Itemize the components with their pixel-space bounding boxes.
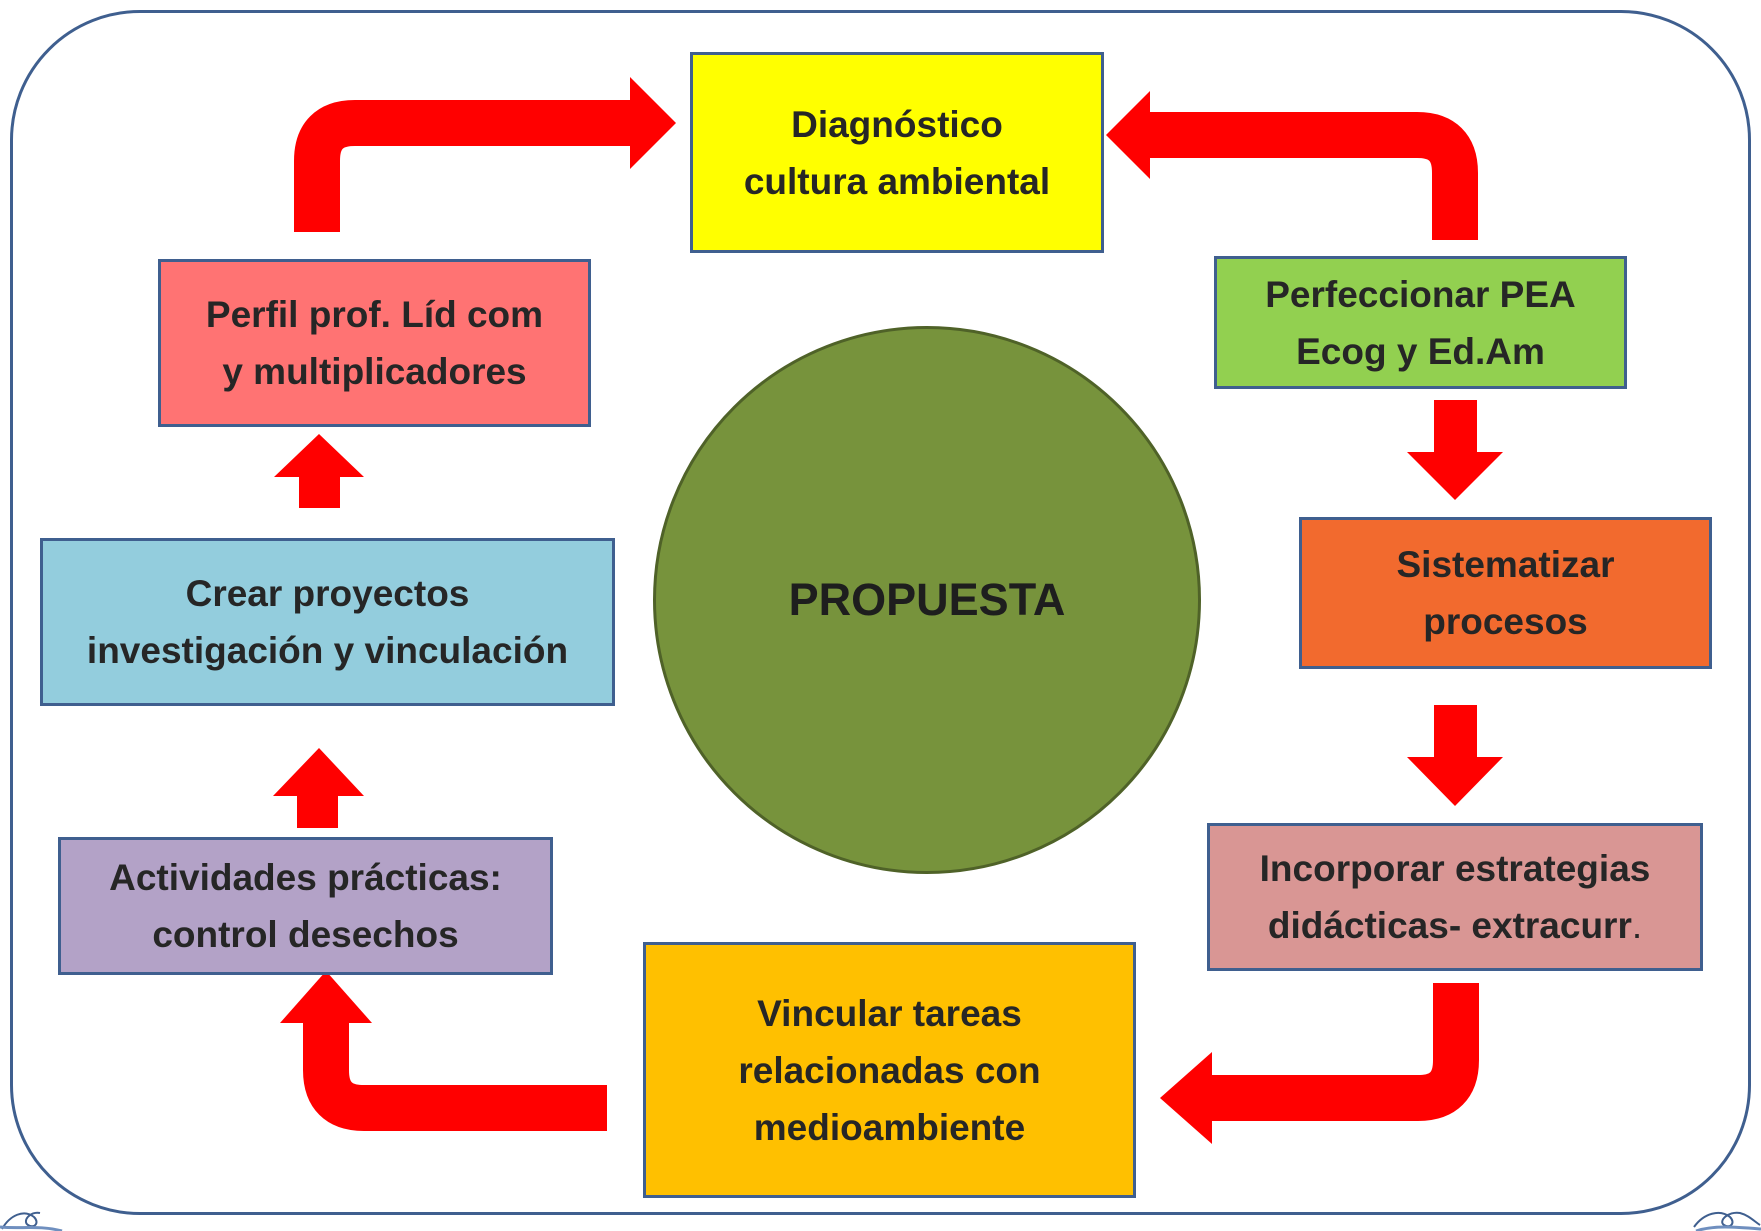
node-incorporar-line2: didácticas- extracurr xyxy=(1267,905,1632,946)
elbow-arrow-perfeccionar-to-diagnostico-head xyxy=(1106,91,1150,179)
center-circle: PROPUESTA xyxy=(653,326,1201,874)
node-diagnostico-line1: Diagnóstico xyxy=(791,103,1003,145)
node-vincular-line3: medioambiente xyxy=(753,1106,1026,1148)
arrow-crear-to-perfil xyxy=(274,434,364,508)
node-crear-line1: Crear proyectos xyxy=(185,573,470,614)
elbow-arrow-perfil-to-diagnostico-shaft xyxy=(294,100,633,232)
node-perfil: Perfil prof. Líd com y multiplicadores xyxy=(158,259,591,427)
node-perfeccionar-line1: Perfeccionar PEA xyxy=(1265,273,1576,315)
elbow-arrow-perfeccionar-to-diagnostico-shaft xyxy=(1148,112,1478,240)
node-vincular-line2: relacionadas con xyxy=(738,1049,1041,1091)
node-actividades-line1: Actividades prácticas: xyxy=(109,857,502,898)
node-incorporar: Incorporar estrategias didácticas- extra… xyxy=(1207,823,1703,971)
node-vincular: Vincular tareas relacionadas con medioam… xyxy=(643,942,1136,1198)
node-perfil-line2: y multiplicadores xyxy=(222,351,527,392)
arrow-perfeccionar-to-sistematizar xyxy=(1407,400,1503,500)
corner-swirl-left xyxy=(0,1211,63,1231)
node-sistematizar-line1: Sistematizar xyxy=(1396,544,1615,585)
elbow-arrow-vincular-to-actividades-shaft xyxy=(303,1021,607,1131)
elbow-arrow-vincular-to-actividades-head xyxy=(280,971,372,1023)
node-actividades-line2: control desechos xyxy=(152,914,459,955)
node-diagnostico: Diagnóstico cultura ambiental xyxy=(690,52,1104,253)
node-perfeccionar-line2: Ecog y Ed.Am xyxy=(1296,330,1545,372)
node-sistematizar: Sistematizar procesos xyxy=(1299,517,1712,669)
node-sistematizar-line2: procesos xyxy=(1423,601,1588,642)
node-actividades: Actividades prácticas: control desechos xyxy=(58,837,553,975)
node-perfeccionar: Perfeccionar PEA Ecog y Ed.Am xyxy=(1214,256,1627,389)
node-incorporar-line2-wrap: didácticas- extracurr. xyxy=(1260,897,1651,954)
node-diagnostico-line2: cultura ambiental xyxy=(743,160,1051,202)
node-crear-line2: investigación y vinculación xyxy=(86,630,569,671)
node-incorporar-line1: Incorporar estrategias xyxy=(1259,848,1651,889)
elbow-arrow-perfil-to-diagnostico-head xyxy=(630,77,676,169)
corner-swirl-right xyxy=(1693,1211,1761,1231)
elbow-arrow-incorporar-to-vincular-shaft xyxy=(1210,983,1479,1121)
arrow-actividades-to-crear xyxy=(273,748,364,828)
elbow-arrow-incorporar-to-vincular-head xyxy=(1160,1052,1212,1144)
node-vincular-line1: Vincular tareas xyxy=(757,992,1022,1034)
center-label: PROPUESTA xyxy=(788,574,1066,625)
arrow-sistematizar-to-incorporar xyxy=(1407,705,1503,806)
node-incorporar-suffix: . xyxy=(1631,905,1643,946)
node-perfil-line1: Perfil prof. Líd com xyxy=(205,294,544,335)
node-crear: Crear proyectos investigación y vinculac… xyxy=(40,538,615,706)
